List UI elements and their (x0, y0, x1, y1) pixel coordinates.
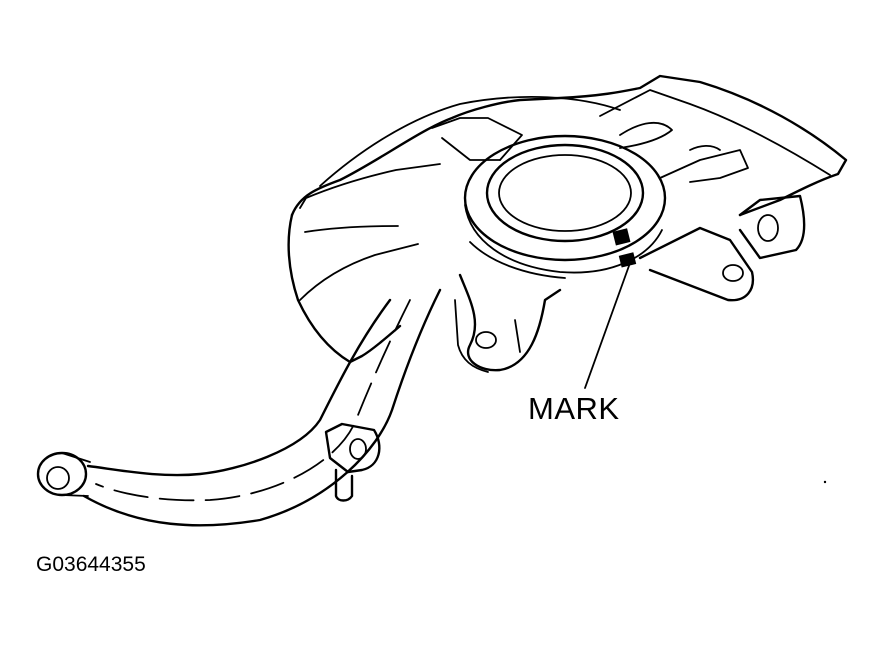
mark-callout-label: MARK (528, 391, 620, 426)
strut-mount-hole (475, 331, 497, 349)
upper-mount-hole (757, 214, 779, 242)
lower-alignment-mark (618, 252, 637, 268)
callout-leader-line (584, 262, 631, 389)
tie-rod-hole (46, 466, 70, 490)
alignment-marks (612, 228, 637, 268)
upper-alignment-mark (612, 228, 631, 246)
knuckle-body (454, 194, 806, 373)
sensor-bolt-hole (349, 438, 367, 460)
lower-mount-hole (722, 264, 744, 282)
hub-bore (463, 134, 667, 279)
dust-shield (287, 74, 848, 364)
figure-id-label: G03644355 (36, 553, 146, 576)
speck (823, 480, 827, 484)
steering-arm (36, 288, 442, 527)
